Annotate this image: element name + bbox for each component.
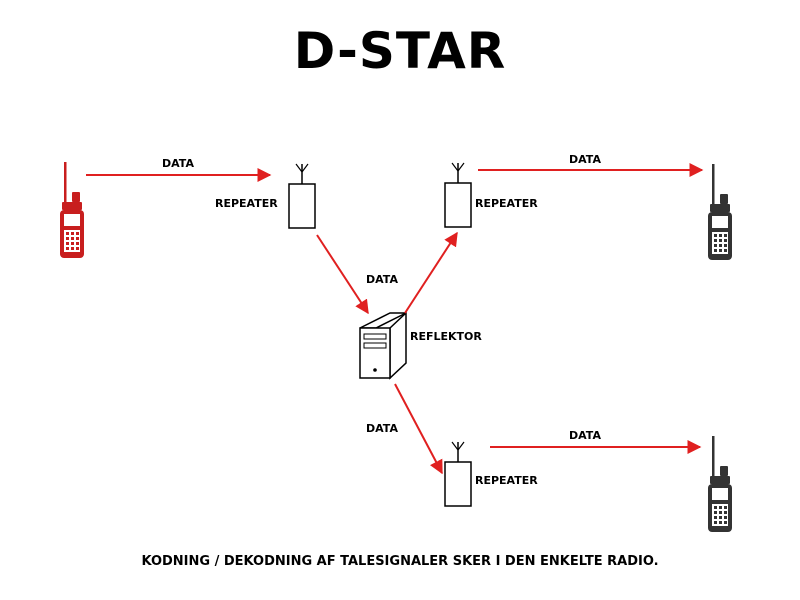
repeater-tower-icon	[288, 163, 316, 229]
handheld-radio-icon	[708, 436, 732, 532]
handheld-radio-icon	[60, 162, 84, 258]
data-label: DATA	[366, 422, 398, 435]
repeater-label: REPEATER	[215, 197, 278, 210]
data-label: DATA	[366, 273, 398, 286]
arrow-repeater-1-to-reflector	[316, 234, 369, 315]
repeater-tower-icon	[444, 441, 472, 507]
repeater-tower-icon	[444, 162, 472, 228]
data-label: DATA	[162, 157, 194, 170]
footer-note: KODNING / DEKODNING AF TALESIGNALER SKER…	[141, 554, 659, 569]
arrow-reflector-to-repeater-3	[394, 383, 443, 475]
handheld-radio-icon	[708, 164, 732, 260]
data-label: DATA	[569, 429, 601, 442]
data-label: DATA	[569, 153, 601, 166]
repeater-label: REPEATER	[475, 474, 538, 487]
arrow-reflector-to-repeater-2	[404, 231, 458, 314]
repeater-label: REPEATER	[475, 197, 538, 210]
server-tower-icon	[359, 311, 407, 380]
page-title: D-STAR	[293, 22, 507, 80]
reflector-label: REFLEKTOR	[410, 330, 482, 343]
